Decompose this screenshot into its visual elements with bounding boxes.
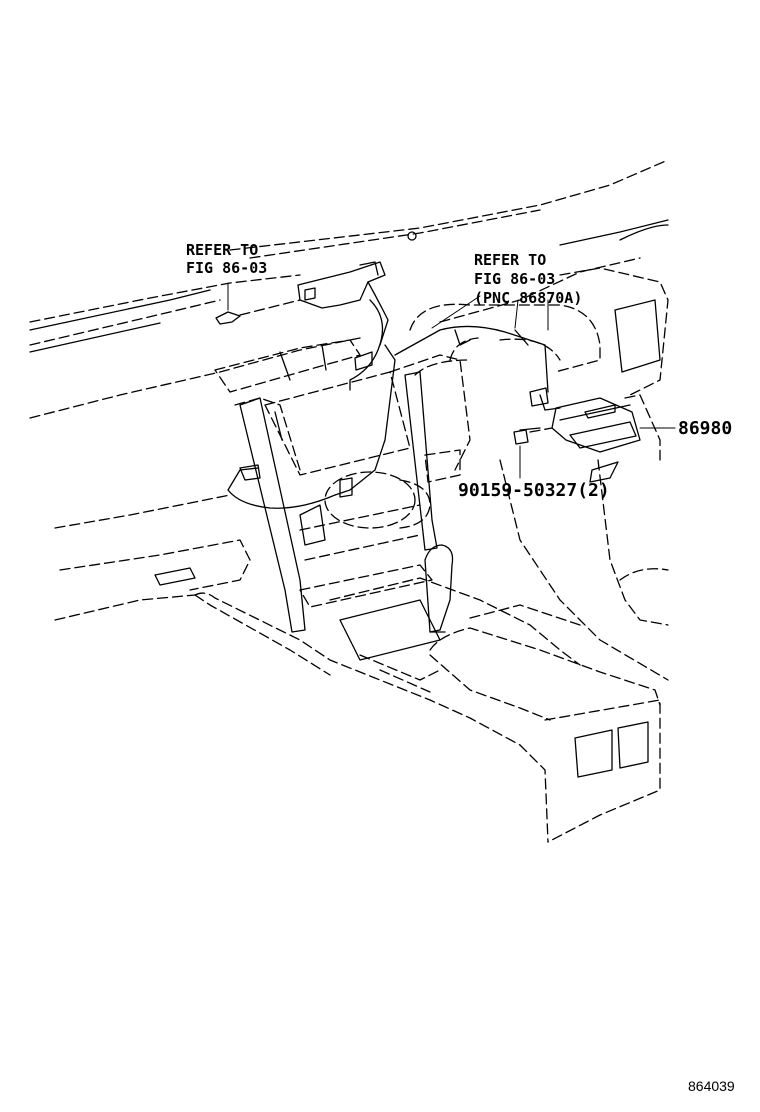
- meter-hood: [409, 267, 669, 461]
- bolt-icon: [215, 282, 301, 325]
- refer-label-right-line1: REFER TO: [474, 251, 547, 269]
- refer-label-right-line2: FIG 86-03: [474, 270, 556, 288]
- control-module-86980: [551, 397, 676, 453]
- part-number-screw: 90159-50327(2): [458, 480, 610, 501]
- dashboard-top-outline: [29, 159, 669, 419]
- upper-bracket-part: [297, 261, 389, 346]
- refer-label-right-line3: (PNC 86870A): [474, 289, 583, 307]
- leader-lines: [431, 295, 549, 331]
- part-number-86980: 86980: [678, 418, 733, 439]
- lower-dash-lines: [54, 459, 669, 681]
- gear-shifter: [424, 544, 454, 633]
- lower-console: [194, 577, 661, 843]
- refer-label-left-line2: FIG 86-03: [186, 259, 268, 277]
- center-console-stack: [239, 371, 438, 633]
- figure-id: 864039: [688, 1078, 735, 1094]
- wire-harness: [227, 299, 561, 546]
- upper-center-panel: [214, 339, 471, 483]
- refer-label-left-line1: REFER TO: [186, 241, 259, 259]
- screw-icon: [513, 427, 553, 479]
